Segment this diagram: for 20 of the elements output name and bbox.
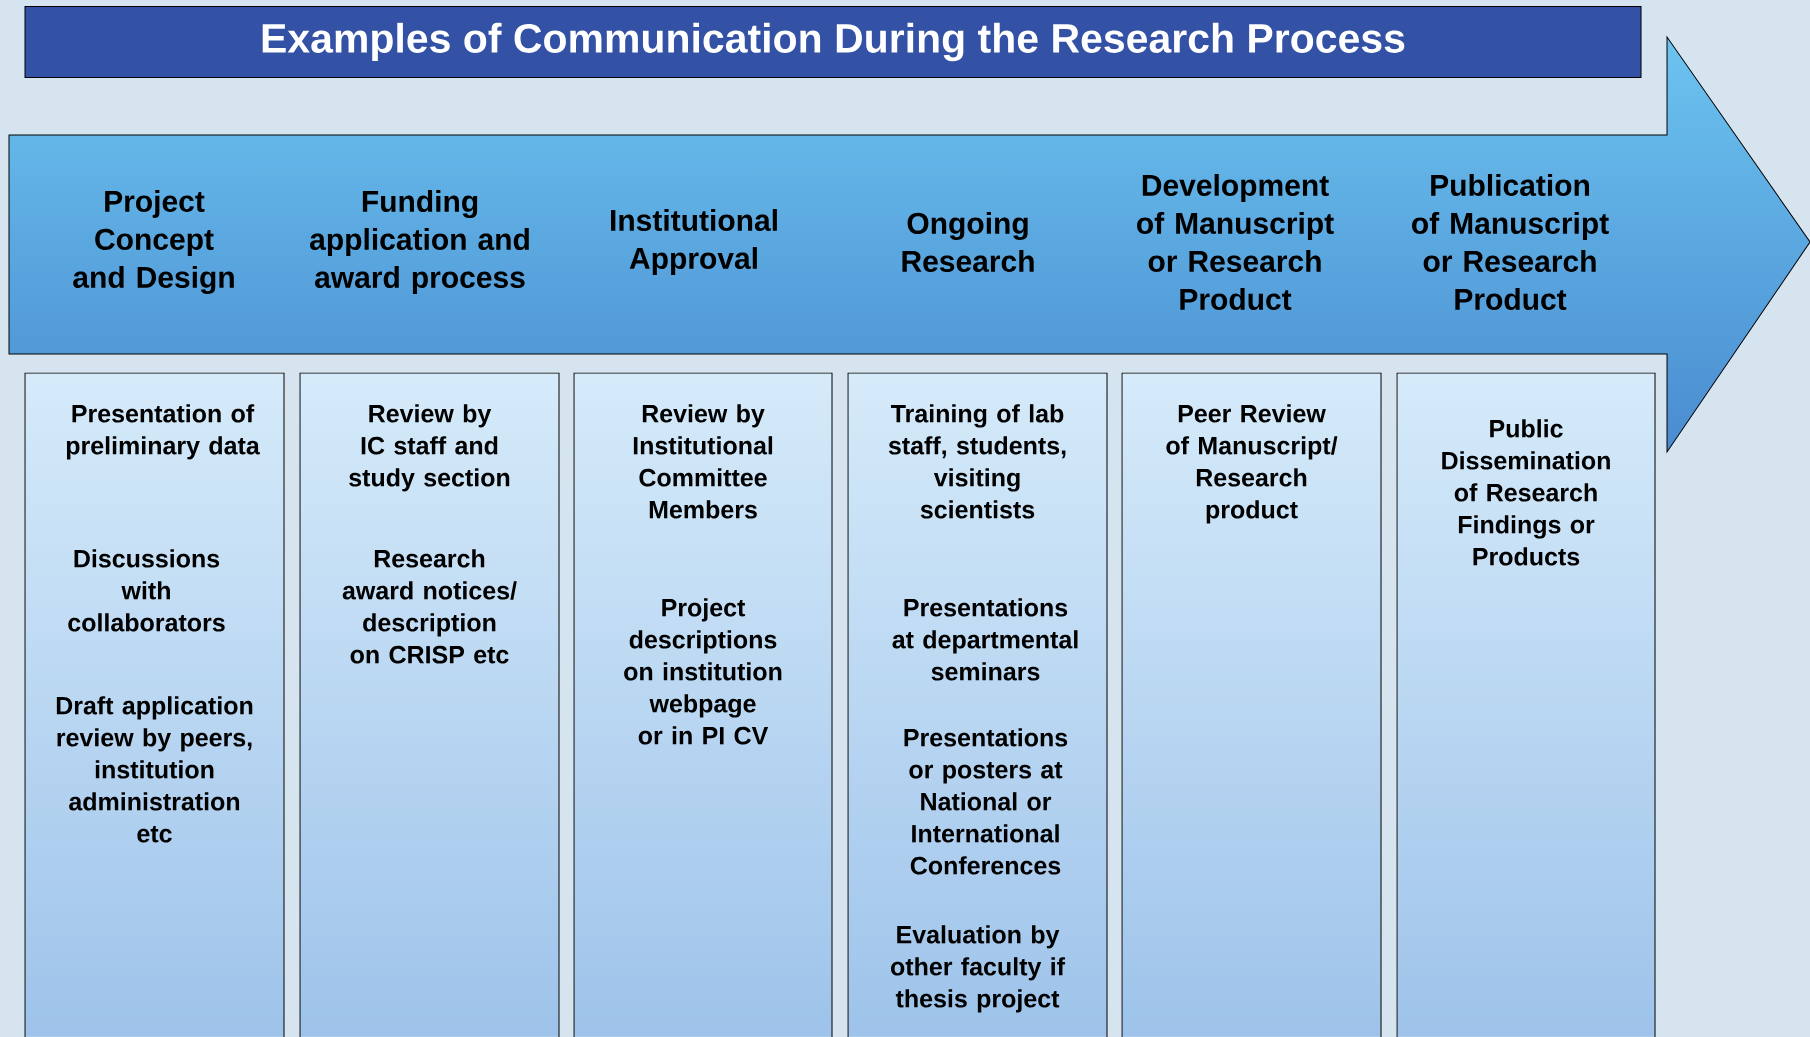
activity-text: Training of lab staff, students, visiting scientists: [888, 404, 1066, 519]
activity-text: Draft application review by peers, institution administration etc: [56, 696, 253, 843]
activity-text: Review by Institutional Committee Members: [633, 404, 773, 519]
stage-heading: Funding application and award process: [310, 190, 529, 294]
stage-heading: Development of Manuscript or Research Product: [1137, 174, 1334, 310]
activity-text: Project descriptions on institution webpage or in PI CV: [624, 598, 782, 745]
activity-text: Presentations or posters at National or International Conferences: [904, 728, 1068, 875]
activity-text: Peer Review of Manuscript/ Research product: [1166, 404, 1338, 524]
stage-heading: Institutional Approval: [611, 209, 777, 275]
stage-heading: Project Concept and Design: [73, 189, 234, 295]
stage-heading: Publication of Manuscript or Research Product: [1412, 174, 1609, 310]
activity-text: Review by IC staff and study section: [349, 404, 510, 492]
activity-text: Presentation of preliminary data: [66, 404, 260, 460]
activity-text: Research award notices/ description on CRISP etc: [342, 549, 517, 664]
activity-text: Evaluation by other faculty if thesis project: [891, 925, 1066, 1013]
activity-text: Discussions with collaborators: [68, 549, 225, 632]
activity-text: Presentations at departmental seminars: [892, 598, 1078, 681]
title-banner: Examples of Communication During the Research Process: [24, 6, 1642, 78]
stage-heading: Ongoing Research: [902, 212, 1034, 272]
activity-text: Public Dissemination of Research Findings or Products: [1442, 419, 1610, 566]
